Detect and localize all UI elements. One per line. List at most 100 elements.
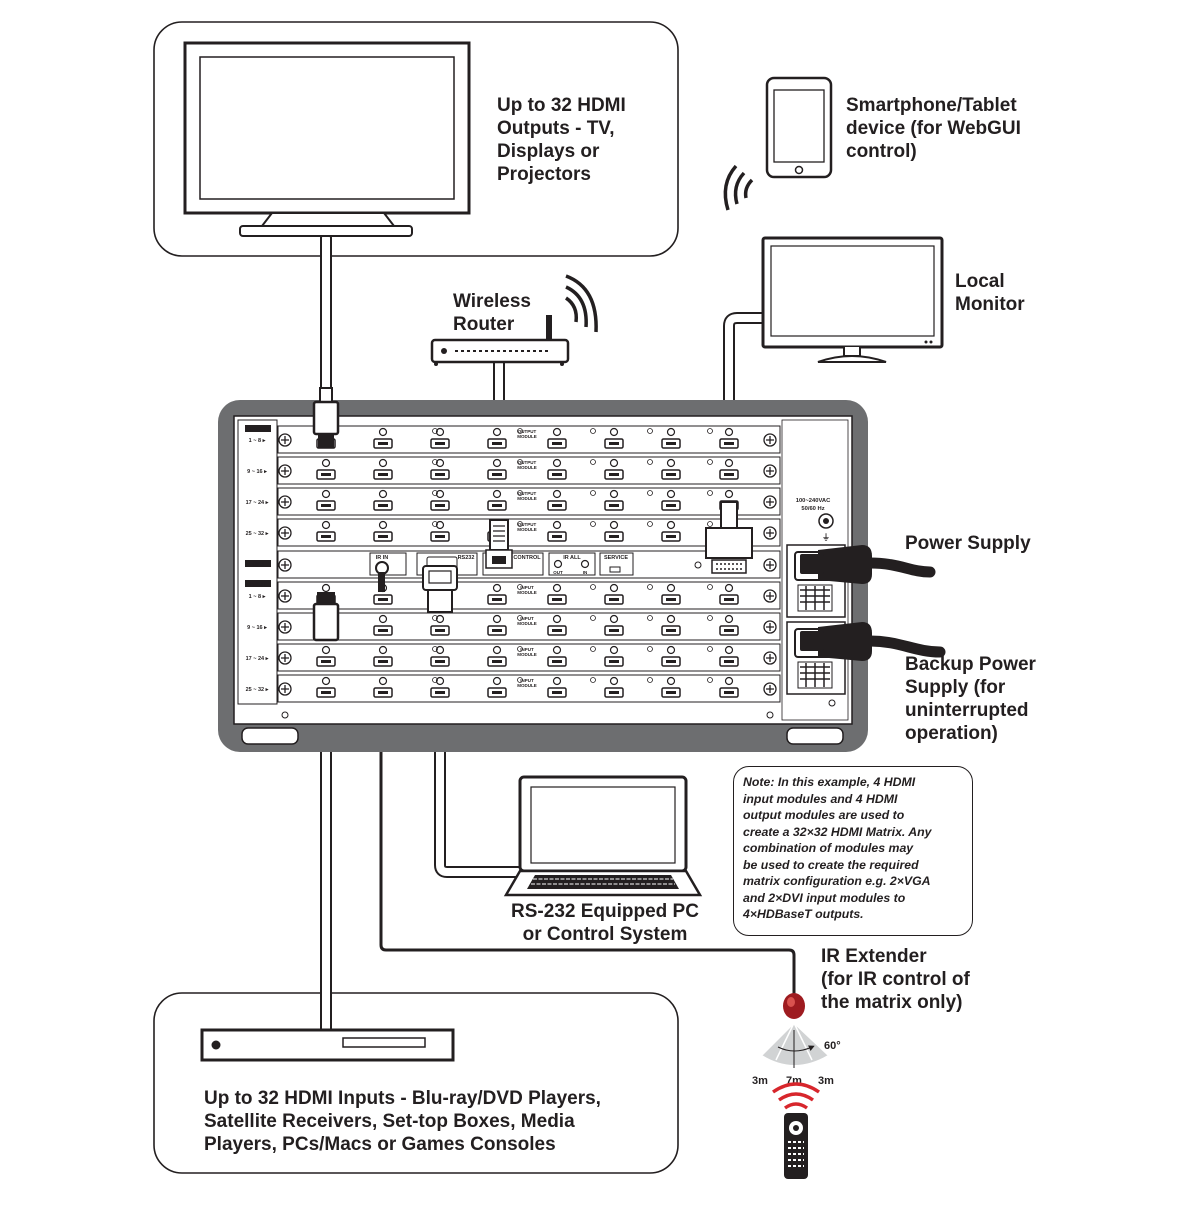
output-module-subtitle: MODULE <box>517 465 537 470</box>
router-wifi-icon <box>564 274 598 333</box>
ir-extender-cable <box>379 588 796 1002</box>
hdmi-port <box>661 614 681 636</box>
input-header-text: INPUT <box>250 582 267 588</box>
hdmi-port <box>719 583 739 605</box>
hdmi-port <box>373 645 393 667</box>
hdmi-port <box>547 520 567 542</box>
hdmi-port <box>604 489 624 511</box>
hdmi-port <box>430 676 450 698</box>
input-row-range-label: 9 ~ 16 ▸ <box>247 625 268 631</box>
backup-power-label: Backup Power Supply (for uninterrupted o… <box>905 654 1036 744</box>
cpu-rs232-text: RS232 <box>458 555 475 561</box>
hdmi-port <box>487 614 507 636</box>
output-row-range-label: 9 ~ 16 ▸ <box>247 469 268 475</box>
power-plug-backup <box>800 622 872 661</box>
hdmi-port <box>487 676 507 698</box>
hdmi-port <box>373 427 393 449</box>
backup-power-cable <box>864 635 946 658</box>
hdmi-port <box>373 520 393 542</box>
svg-text:⏚: ⏚ <box>822 533 830 542</box>
ir-in-jack-plug <box>375 561 389 592</box>
power-rating-line2: 50/60 Hz <box>801 506 824 512</box>
input-module-subtitle: MODULE <box>517 652 537 657</box>
outputs-label: Up to 32 HDMI Outputs - TV, Displays or … <box>497 95 626 185</box>
ir-all-in-text: IN <box>583 570 588 575</box>
input-module-subtitle: MODULE <box>517 683 537 688</box>
output-module-subtitle: MODULE <box>517 527 537 532</box>
hdmi-port <box>547 645 567 667</box>
rs232-plug <box>422 565 458 613</box>
input-module-title: INPUT <box>520 585 534 590</box>
hdmi-port <box>547 614 567 636</box>
tablet-device <box>765 76 833 179</box>
hdmi-port <box>487 489 507 511</box>
hdmi-port <box>661 583 681 605</box>
hdmi-port <box>604 583 624 605</box>
ir-left-distance-text: 3m <box>752 1075 768 1087</box>
hdmi-port <box>604 458 624 480</box>
input-row-range-label: 25 ~ 32 ▸ <box>246 687 270 693</box>
hdmi-port <box>430 458 450 480</box>
hdmi-port <box>719 458 739 480</box>
ir-signal-waves <box>772 1082 820 1110</box>
output-module-title: OUTPUT <box>518 460 537 465</box>
tablet-wifi-icon <box>723 164 754 211</box>
hdmi-port <box>430 614 450 636</box>
hdmi-port <box>373 676 393 698</box>
hdmi-port <box>719 645 739 667</box>
hdmi-port <box>547 489 567 511</box>
output-row-range-label: 17 ~ 24 ▸ <box>246 500 270 506</box>
hdmi-port <box>661 520 681 542</box>
hdmi-port <box>719 676 739 698</box>
note-text: Note: In this example, 4 HDMI input modu… <box>743 775 932 921</box>
hdmi-port <box>604 427 624 449</box>
power-cable <box>864 557 936 578</box>
output-row-range-label: 25 ~ 32 ▸ <box>246 531 270 537</box>
wireless-router <box>430 315 570 366</box>
hdmi-port <box>719 614 739 636</box>
hdmi-port <box>661 489 681 511</box>
power-rating-line1: 100~240VAC <box>796 498 831 504</box>
hdmi-port <box>316 676 336 698</box>
hdmi-port <box>373 458 393 480</box>
output-module-subtitle: MODULE <box>517 496 537 501</box>
ir-extender-label: IR Extender (for IR control of the matri… <box>821 946 970 1013</box>
hdmi-port <box>661 645 681 667</box>
local-monitor <box>761 236 944 363</box>
ir-right-distance-text: 3m <box>818 1075 834 1087</box>
dvi-plug <box>705 501 753 574</box>
laptop-pc <box>503 775 703 897</box>
input-module-title: INPUT <box>520 616 534 621</box>
input-module-title: INPUT <box>520 678 534 683</box>
hdmi-port <box>430 645 450 667</box>
power-supply-label: Power Supply <box>905 533 1031 554</box>
rj45-plug <box>485 519 513 569</box>
local-monitor-label: Local Monitor <box>955 271 1025 315</box>
hdmi-output-plug <box>312 387 340 448</box>
cpu-module: IR IN RS232 CONTROL IR ALL OUT IN SERVIC… <box>277 550 781 579</box>
hdmi-port <box>547 583 567 605</box>
input-module-subtitle: MODULE <box>517 621 537 626</box>
output-module-title: OUTPUT <box>518 522 537 527</box>
ir-coverage-cone <box>761 1022 829 1068</box>
cpu-header-text: CPU <box>252 562 264 568</box>
output-module-subtitle: MODULE <box>517 434 537 439</box>
wireless-router-label: Wireless Router <box>453 291 531 335</box>
cpu-ir-all-text: IR ALL <box>563 555 581 561</box>
ir-angle-text: 60° <box>824 1040 841 1052</box>
cpu-control-text: CONTROL <box>513 555 541 561</box>
hdmi-port <box>316 645 336 667</box>
cpu-ir-in-text: IR IN <box>376 555 389 561</box>
power-plug-primary <box>800 545 872 584</box>
hdmi-port <box>487 427 507 449</box>
input-row-range-label: 17 ~ 24 ▸ <box>246 656 270 662</box>
hdmi-port <box>661 427 681 449</box>
input-row-range-label: 1 ~ 8 ▸ <box>249 594 267 600</box>
